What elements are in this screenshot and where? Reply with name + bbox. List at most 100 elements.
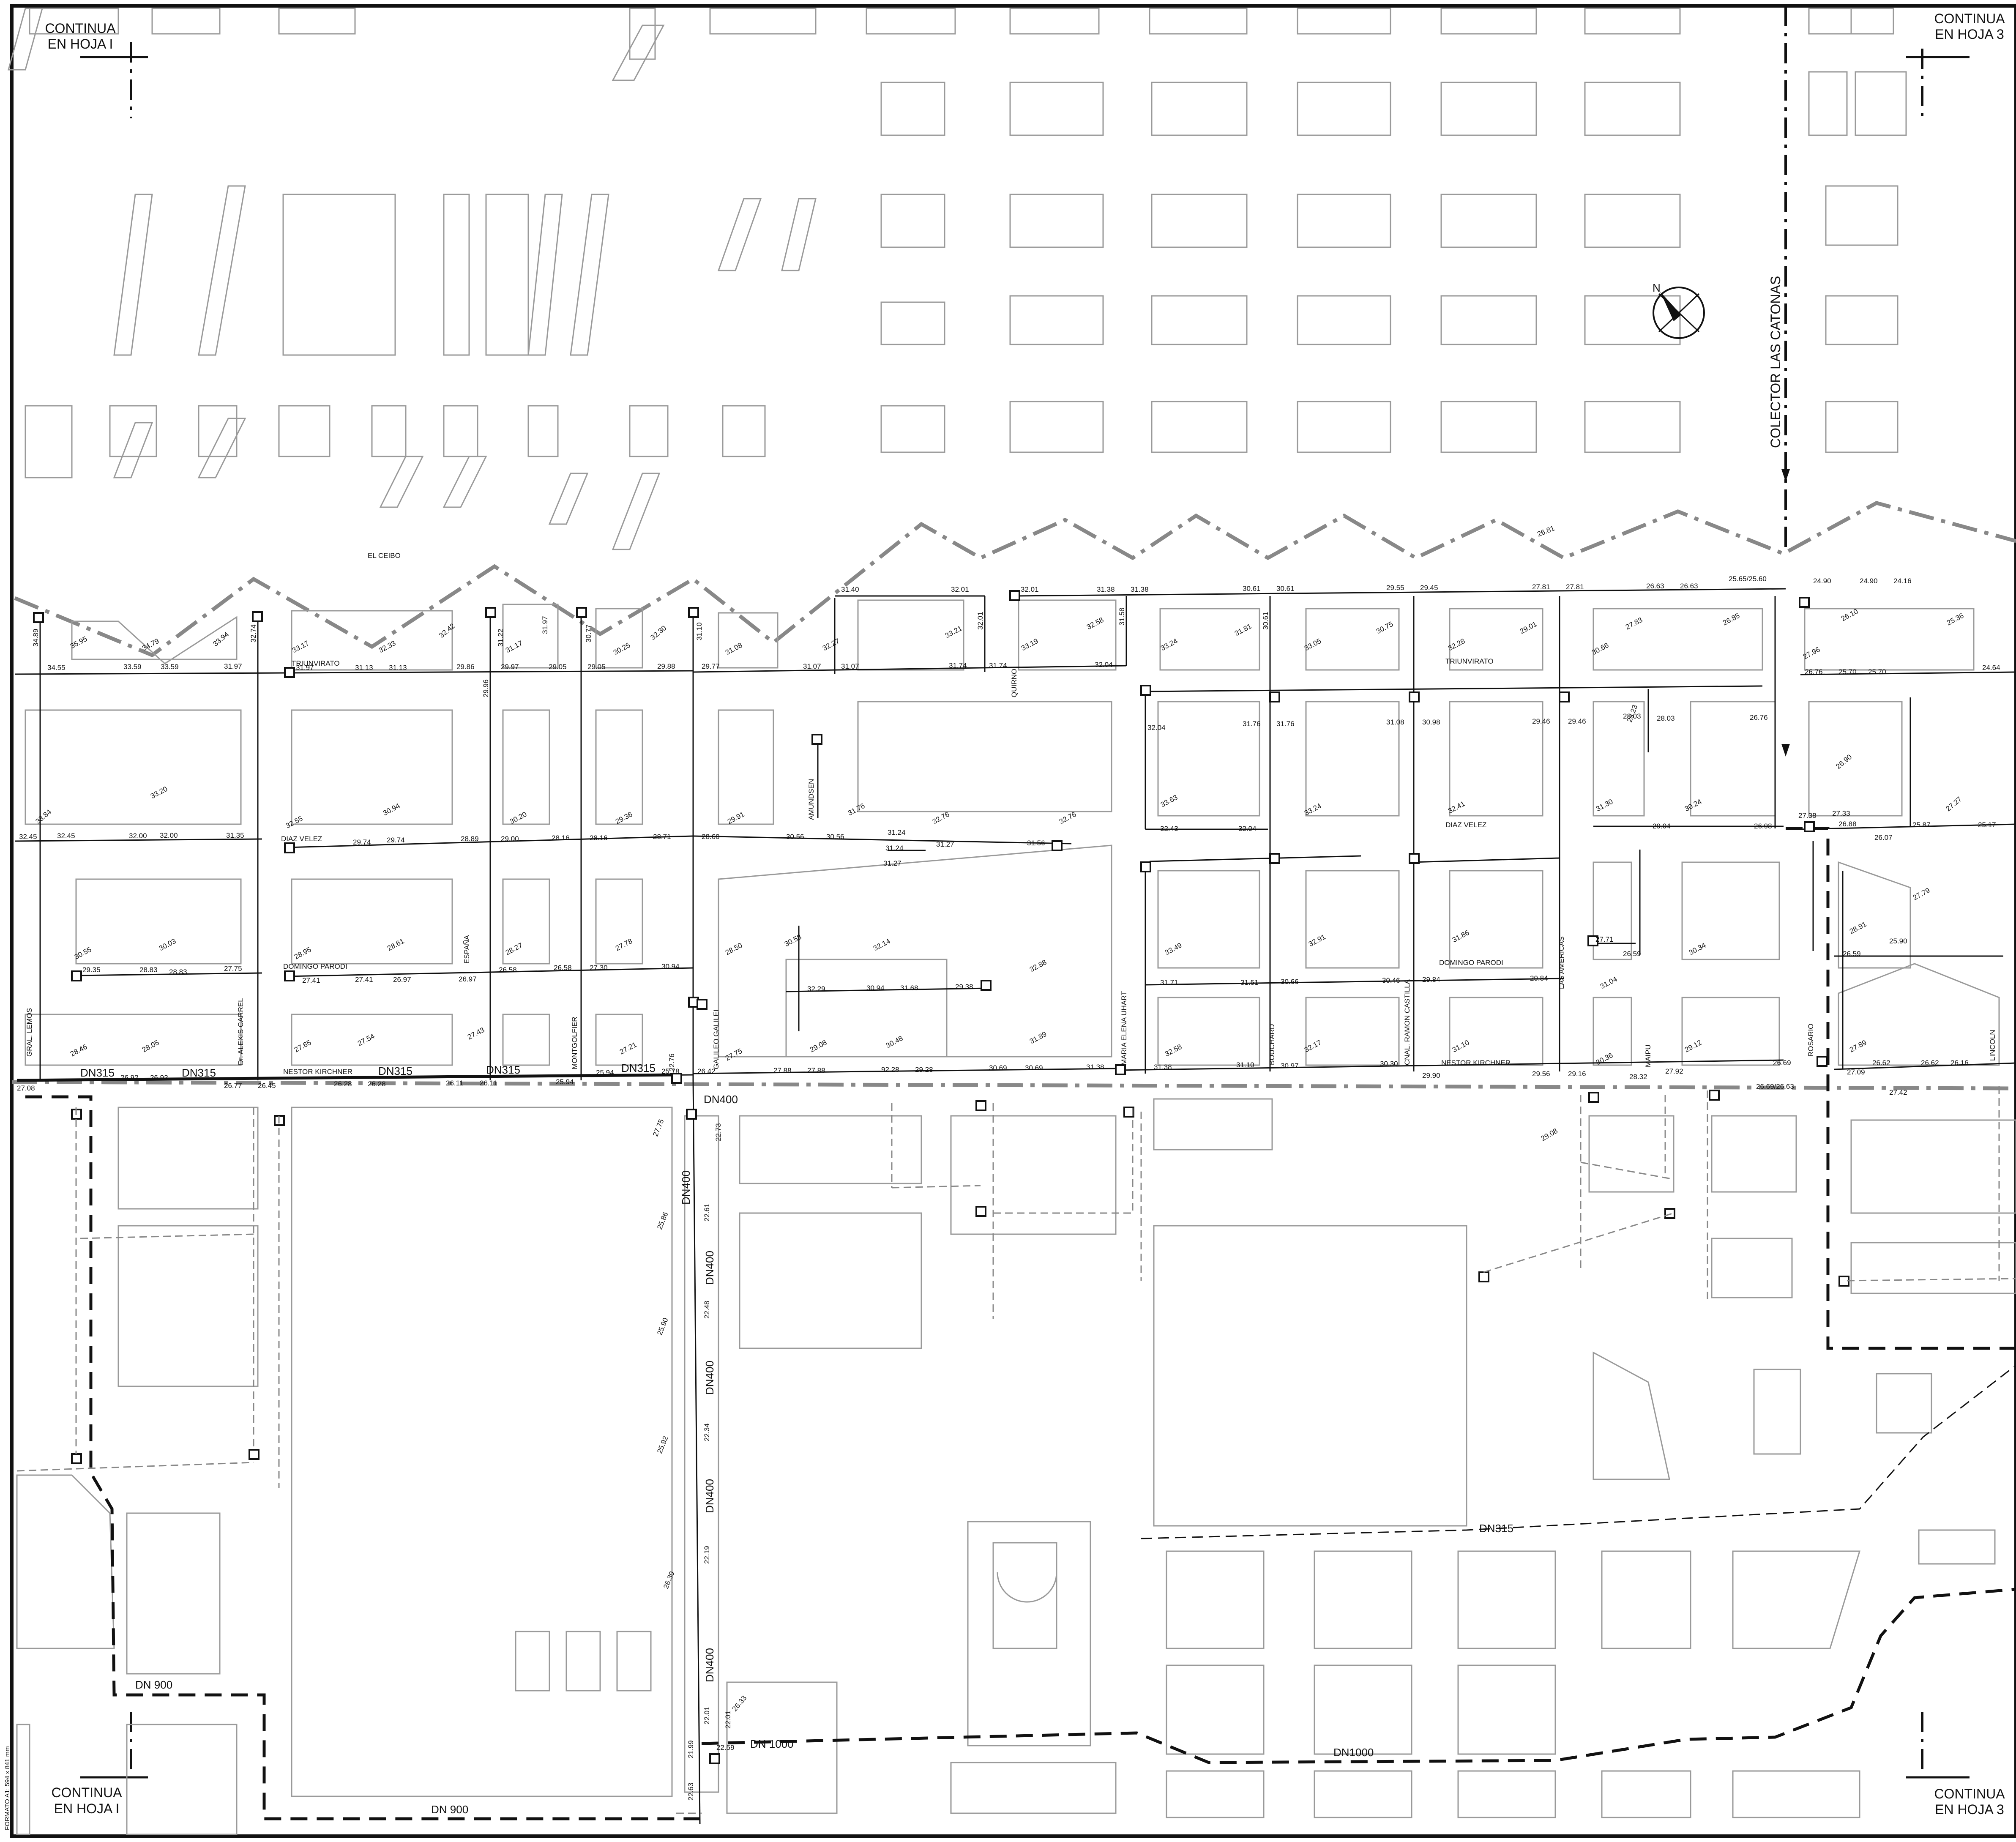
elev-label: 32.30 [649, 624, 668, 642]
elev-label: 31.10 [695, 622, 703, 640]
elev-label: 29.05 [587, 663, 606, 671]
elev-label: 29.84 [1530, 974, 1548, 982]
continuation-bottom-left: CONTINUA EN HOJA I [51, 1712, 148, 1816]
elev-label: 31.07 [803, 662, 821, 670]
continues-label-line2: EN HOJA I [48, 36, 113, 52]
elev-label: 29.00 [501, 835, 519, 843]
elev-label: 31.68 [900, 984, 918, 992]
elev-label: 26.28 [334, 1080, 352, 1088]
elev-label: 25.87 [1912, 821, 1931, 829]
elev-label: 27.75 [224, 965, 242, 973]
elev-label: 28.03 [1657, 714, 1675, 722]
elev-label: 26.28 [368, 1080, 386, 1088]
elev-label: 29.01 [1519, 620, 1538, 636]
elev-label: 31.97 [541, 616, 549, 634]
street-label: BOUCHARD [1268, 1024, 1276, 1065]
street-label: MAIPU [1644, 1044, 1652, 1067]
street-label: CNAL. RAMON CASTILLA [1403, 979, 1411, 1065]
north-label: N [1653, 281, 1661, 294]
pipe-label: DN315 [621, 1062, 656, 1074]
elev-label: 26.58 [554, 964, 572, 972]
elev-label: 32.29 [807, 985, 825, 993]
elev-label: 30.34 [1688, 941, 1707, 957]
pipe-label: DN 900 [431, 1803, 468, 1816]
elev-label: 29.77 [702, 662, 720, 670]
elev-label: 26.98 [1754, 822, 1772, 830]
elev-label: 31.10 [1236, 1061, 1254, 1069]
elev-label: 27.41 [302, 976, 320, 984]
elev-label: 28.95 [293, 946, 312, 961]
elev-label: 26.42 [697, 1067, 716, 1075]
elev-label: 21.99 [687, 1740, 695, 1758]
elev-label: 29.35 [82, 966, 101, 974]
elev-label: 31.35 [226, 831, 244, 839]
elev-label: 29.88 [657, 662, 675, 670]
street-label: LINCOLN [1989, 1030, 1997, 1061]
elevation-labels: 34.55 33.59 33.59 31.97 31.97 31.13 31.1… [17, 575, 2000, 1801]
secondary-service-lines [16, 1086, 2016, 1814]
street-label: MARIA ELENA UHART [1120, 991, 1128, 1065]
elev-label: 26.59 [1843, 950, 1861, 958]
elev-label: 29.38 [955, 983, 973, 991]
pipe-labels: DN315 DN315 DN315 DN315 DN315 DN400 DN40… [80, 1062, 1513, 1816]
elev-label: 27.81 [1532, 583, 1550, 591]
elev-label: 25.70 [1868, 668, 1886, 676]
continues-label-line2: EN HOJA 3 [1935, 27, 2004, 42]
street-label: NESTOR KIRCHNER [1441, 1059, 1511, 1067]
elev-label: 30.36 [1595, 1051, 1614, 1067]
pipe-label: DN400 [704, 1093, 738, 1106]
elev-label: 32.88 [1028, 958, 1048, 974]
elev-label: 29.46 [1532, 717, 1550, 725]
elev-label: 27.42 [1889, 1088, 1907, 1096]
street-label: AMUNDSEN [807, 779, 815, 820]
elev-label: 31.38 [1154, 1063, 1172, 1071]
elev-label: 27.30 [590, 964, 608, 972]
street-label: GALILEO GALILEI [712, 1009, 720, 1069]
elev-label: 30.97 [1281, 1062, 1299, 1070]
elev-label: 22.61 [703, 1203, 711, 1222]
elev-label: 25.36 [1945, 612, 1965, 627]
elev-label: 29.55 [1386, 584, 1404, 592]
elev-label: 22.59 [716, 1744, 735, 1752]
elev-label: 31.24 [885, 844, 904, 852]
elev-label: 33.21 [944, 624, 963, 640]
elev-label: 27.65 [293, 1039, 312, 1054]
elev-label: 31.38 [1086, 1063, 1104, 1071]
pipe-label: DN400 [703, 1479, 716, 1513]
elev-label: 31.74 [949, 661, 967, 670]
collector-las-catonas: COLECTOR LAS CATONAS [1768, 6, 1790, 757]
network-blocks [25, 599, 2000, 1066]
elev-label: 22.19 [703, 1546, 711, 1564]
pipe-label: DN400 [703, 1361, 716, 1395]
elev-label: 29.84 [1422, 976, 1440, 984]
elev-label: 26.30 [662, 1570, 676, 1590]
elev-label: 26.77 [224, 1082, 242, 1090]
elev-label: 31.38 [1097, 585, 1115, 593]
elev-label: 30.24 [1683, 798, 1703, 813]
elev-label: 29.96 [482, 679, 490, 697]
elev-label: 29.08 [1540, 1127, 1559, 1143]
elev-label: 29.36 [614, 810, 634, 826]
elev-label: 29.97 [501, 663, 519, 671]
elev-label: 25.94 [556, 1078, 574, 1086]
elev-label: 26.69 [1773, 1059, 1791, 1067]
elev-label: 32.27 [821, 637, 841, 653]
elev-label: 31.97 [296, 664, 314, 672]
elev-label: 27.79 [1912, 886, 1931, 902]
elev-label: 26.07 [1874, 834, 1893, 842]
manholes [33, 590, 1849, 1764]
elev-label: 33.49 [1164, 941, 1183, 957]
elev-label: 27.78 [614, 937, 634, 953]
pipe-label: DN 900 [135, 1678, 172, 1691]
elev-label: 30.46 [1382, 976, 1400, 984]
elev-label: 28.46 [69, 1043, 88, 1058]
continues-label-line1: CONTINUA [51, 1785, 122, 1800]
elev-label: 28.89 [461, 835, 479, 843]
elev-label: 25.90 [656, 1317, 670, 1336]
elev-label: 26.92 [120, 1074, 139, 1082]
street-label: TRIUNVIRATO [292, 659, 340, 667]
elev-label: 27.38 [1798, 812, 1817, 820]
roundabout [997, 1572, 1057, 1603]
elev-label: 31.08 [1386, 718, 1404, 726]
elev-label: 32.76 [931, 810, 951, 826]
